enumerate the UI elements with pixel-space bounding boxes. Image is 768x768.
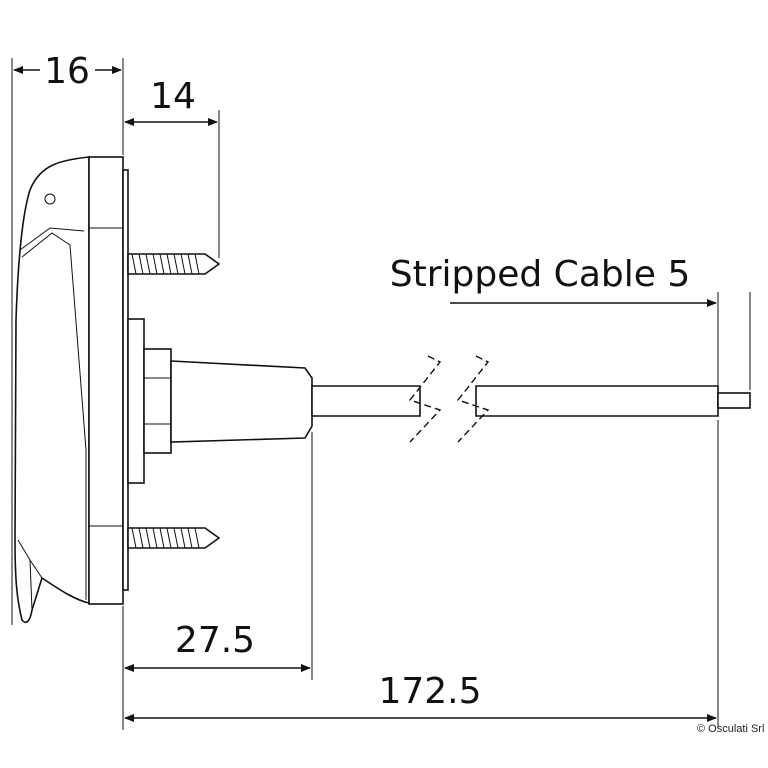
dimension-label-stripped-cable: Stripped Cable 5 [390, 254, 690, 295]
dimension-stripped-cable: Stripped Cable 5 [390, 254, 717, 307]
sensor-housing [14, 156, 129, 624]
screw-upper [127, 253, 221, 275]
dimension-14: 14 [124, 76, 218, 126]
cable-gland [127, 318, 313, 484]
dimension-label-16: 16 [44, 51, 90, 92]
dimension-27-5: 27.5 [124, 620, 311, 672]
dimension-label-27-5: 27.5 [175, 620, 255, 661]
extension-lines [11, 58, 751, 730]
dimension-16: 16 [13, 51, 122, 92]
break-marks [408, 355, 490, 443]
dimension-label-14: 14 [150, 76, 196, 117]
dimension-label-172-5: 172.5 [378, 671, 481, 712]
copyright: © Osculati Srl [697, 723, 764, 735]
screw-lower [127, 527, 221, 549]
dimension-172-5: 172.5 [124, 671, 717, 722]
cable [311, 355, 751, 443]
